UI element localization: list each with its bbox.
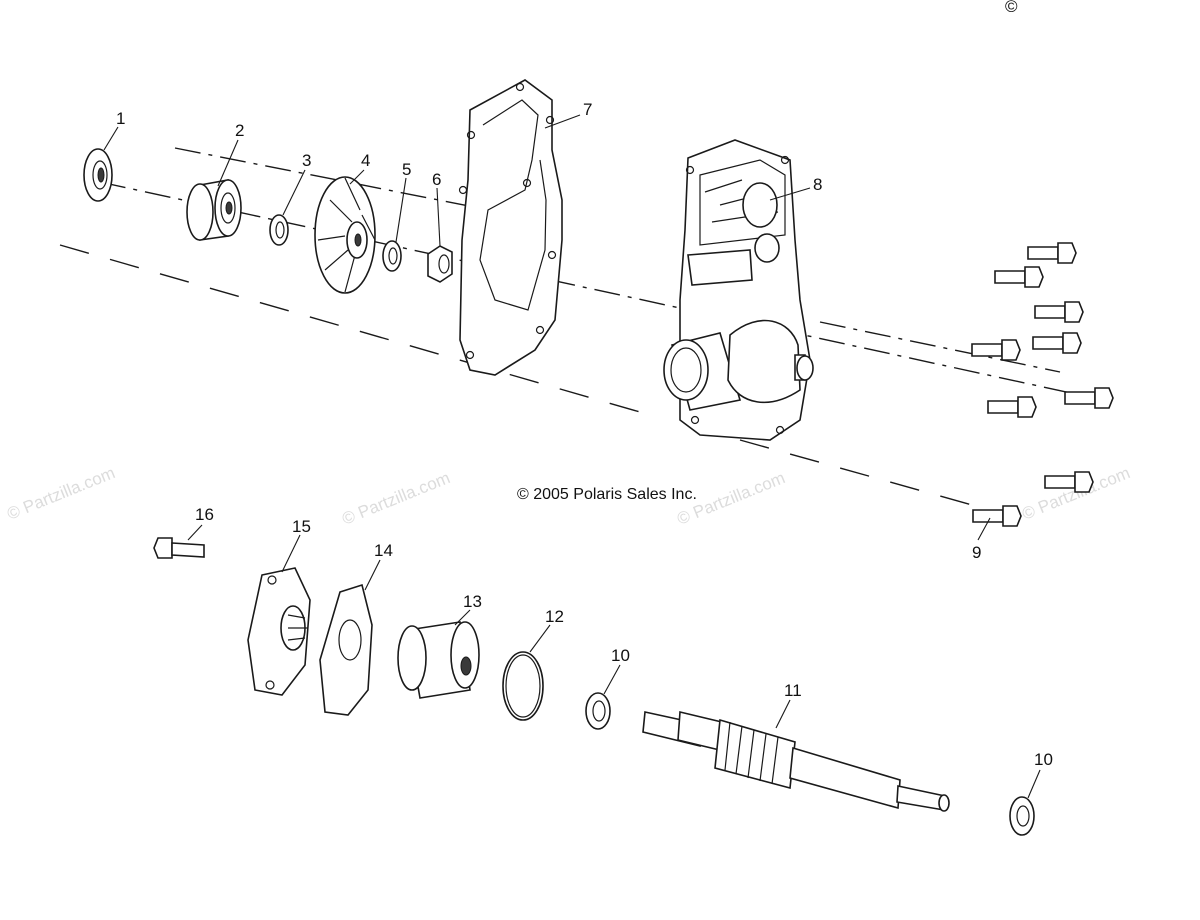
callout-15: 15	[292, 517, 311, 536]
corner-copyright-mark: ©	[1005, 0, 1018, 16]
callout-10-a: 10	[611, 646, 630, 665]
callout-3: 3	[302, 151, 311, 170]
callout-9: 9	[972, 543, 981, 562]
washer-part-5	[382, 240, 402, 272]
gasket-part-14	[319, 583, 373, 716]
gasket-part-7	[458, 79, 563, 376]
bushing-part-13	[397, 621, 480, 699]
callout-11: 11	[784, 681, 802, 700]
seal-part-1	[83, 148, 113, 202]
callout-12: 12	[545, 607, 564, 626]
washer-part-10-a	[585, 692, 611, 730]
callout-6: 6	[432, 170, 441, 189]
callout-2: 2	[235, 121, 244, 140]
callout-13: 13	[463, 592, 482, 611]
copyright-notice: © 2005 Polaris Sales Inc.	[517, 486, 697, 503]
callout-8: 8	[813, 175, 822, 194]
callout-labels: 1 2 3 4 5 6 7 8 9 10 10 11 12 13 14 15 1…	[116, 100, 1053, 769]
bearing-part-2	[186, 179, 242, 241]
o-ring-part-12	[502, 651, 544, 721]
watermark-1: © Partzilla.com	[4, 463, 117, 524]
callout-14: 14	[374, 541, 393, 560]
impeller-part-4	[314, 176, 376, 294]
callout-7: 7	[583, 100, 592, 119]
nut-part-6	[427, 245, 453, 283]
washer-part-3	[269, 214, 289, 246]
callout-1: 1	[116, 109, 125, 128]
right-centerline	[819, 321, 1061, 373]
callout-leaders	[103, 114, 1041, 799]
cover-plate-part-15	[247, 567, 311, 696]
bolt-part-16	[153, 537, 205, 559]
upper-centerline	[99, 181, 1081, 396]
shaft-part-11	[642, 711, 950, 812]
callout-10-b: 10	[1034, 750, 1053, 769]
callout-16: 16	[195, 505, 214, 524]
bolt-centerline	[739, 439, 991, 511]
callout-5: 5	[402, 160, 411, 179]
watermark-2: © Partzilla.com	[339, 468, 452, 529]
callout-4: 4	[361, 151, 370, 170]
housing-part-8	[663, 139, 814, 441]
bolts-part-9	[971, 242, 1114, 527]
washer-part-10-b	[1009, 796, 1035, 836]
